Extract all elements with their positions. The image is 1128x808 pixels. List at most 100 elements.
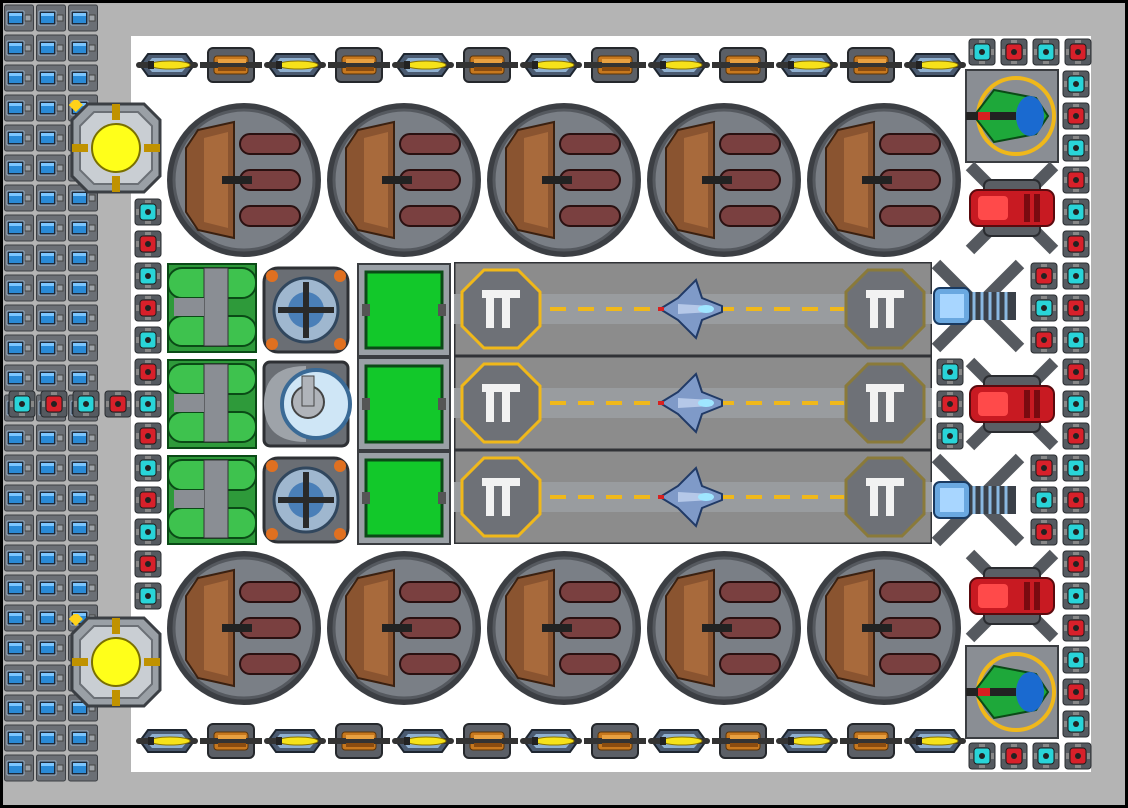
railgun-icon[interactable] xyxy=(902,710,968,772)
battery-icon xyxy=(36,34,66,62)
pump-icon[interactable] xyxy=(258,262,354,358)
battery-icon xyxy=(68,4,98,32)
battery-icon xyxy=(36,514,66,542)
battery-icon xyxy=(36,424,66,452)
reactor-icon[interactable] xyxy=(68,100,164,196)
thruster-icon[interactable] xyxy=(930,258,1026,354)
battery-icon xyxy=(68,214,98,242)
fuel-tank-icon[interactable] xyxy=(484,548,644,708)
fighter-icon[interactable] xyxy=(656,278,726,340)
railgun-icon[interactable] xyxy=(710,34,776,96)
railgun-icon[interactable] xyxy=(582,34,648,96)
railgun-icon[interactable] xyxy=(326,710,392,772)
reactor-icon[interactable] xyxy=(68,614,164,710)
turret-icon[interactable] xyxy=(964,68,1060,164)
battery-icon xyxy=(36,94,66,122)
fuel-tank-icon[interactable] xyxy=(804,548,964,708)
landing-pad-icon[interactable] xyxy=(844,456,926,538)
green-pod-icon[interactable] xyxy=(164,452,260,548)
railgun-icon[interactable] xyxy=(454,34,520,96)
railgun-icon[interactable] xyxy=(518,34,584,96)
power-tile-icon xyxy=(134,230,162,258)
battery-icon xyxy=(68,544,98,572)
pump-icon[interactable] xyxy=(258,452,354,548)
railgun-icon[interactable] xyxy=(198,34,264,96)
railgun-icon[interactable] xyxy=(326,34,392,96)
battery-icon xyxy=(36,544,66,572)
railgun-icon[interactable] xyxy=(134,34,200,96)
battery-icon xyxy=(4,64,34,92)
fuel-tank-icon[interactable] xyxy=(644,548,804,708)
engine-icon[interactable] xyxy=(964,356,1060,452)
power-tile-icon xyxy=(1062,486,1090,514)
fuel-tank-icon[interactable] xyxy=(324,548,484,708)
landing-pad-icon[interactable] xyxy=(844,268,926,350)
battery-icon xyxy=(36,184,66,212)
railgun-icon[interactable] xyxy=(262,34,328,96)
fuel-tank-icon[interactable] xyxy=(804,100,964,260)
pump-icon[interactable] xyxy=(258,356,354,452)
battery-icon xyxy=(4,214,34,242)
green-pod-icon[interactable] xyxy=(164,260,260,356)
railgun-icon[interactable] xyxy=(902,34,968,96)
power-tile-icon xyxy=(968,38,996,66)
green-pod-icon[interactable] xyxy=(356,356,452,452)
battery-icon xyxy=(68,454,98,482)
railgun-icon[interactable] xyxy=(390,34,456,96)
fuel-tank-icon[interactable] xyxy=(484,100,644,260)
power-tile-icon xyxy=(1062,134,1090,162)
railgun-icon[interactable] xyxy=(518,710,584,772)
power-tile-icon xyxy=(1062,454,1090,482)
railgun-icon[interactable] xyxy=(838,710,904,772)
railgun-icon[interactable] xyxy=(646,34,712,96)
railgun-icon[interactable] xyxy=(838,34,904,96)
battery-icon xyxy=(36,484,66,512)
power-tile-icon xyxy=(1030,262,1058,290)
power-tile-icon xyxy=(134,454,162,482)
battery-icon xyxy=(4,634,34,662)
battery-icon xyxy=(36,364,66,392)
railgun-icon[interactable] xyxy=(774,34,840,96)
fuel-tank-icon[interactable] xyxy=(324,100,484,260)
battery-icon xyxy=(68,34,98,62)
railgun-icon[interactable] xyxy=(390,710,456,772)
railgun-icon[interactable] xyxy=(710,710,776,772)
railgun-icon[interactable] xyxy=(774,710,840,772)
power-tile-icon xyxy=(1062,390,1090,418)
railgun-icon[interactable] xyxy=(646,710,712,772)
battery-icon xyxy=(4,124,34,152)
fuel-tank-icon[interactable] xyxy=(164,100,324,260)
railgun-icon[interactable] xyxy=(262,710,328,772)
battery-icon xyxy=(36,454,66,482)
railgun-icon[interactable] xyxy=(454,710,520,772)
railgun-icon[interactable] xyxy=(134,710,200,772)
green-pod-icon[interactable] xyxy=(356,262,452,358)
fighter-icon[interactable] xyxy=(656,466,726,528)
power-tile-icon xyxy=(1062,582,1090,610)
battery-icon xyxy=(4,514,34,542)
power-tile-icon xyxy=(1062,262,1090,290)
thruster-icon[interactable] xyxy=(930,452,1026,548)
engine-icon[interactable] xyxy=(964,548,1060,644)
fighter-icon[interactable] xyxy=(656,372,726,434)
battery-icon xyxy=(36,754,66,782)
landing-pad-icon[interactable] xyxy=(460,362,542,444)
railgun-icon[interactable] xyxy=(198,710,264,772)
green-pod-icon[interactable] xyxy=(164,356,260,452)
landing-pad-icon[interactable] xyxy=(460,268,542,350)
power-tile-icon xyxy=(134,326,162,354)
engine-icon[interactable] xyxy=(964,160,1060,256)
landing-pad-icon[interactable] xyxy=(844,362,926,444)
power-tile-icon xyxy=(1032,742,1060,770)
power-tile-icon xyxy=(1032,38,1060,66)
power-tile-icon xyxy=(72,390,100,418)
power-tile-icon xyxy=(134,582,162,610)
green-pod-icon[interactable] xyxy=(356,450,452,546)
turret-icon[interactable] xyxy=(964,644,1060,740)
landing-pad-icon[interactable] xyxy=(460,456,542,538)
fuel-tank-icon[interactable] xyxy=(164,548,324,708)
battery-icon xyxy=(36,604,66,632)
fuel-tank-icon[interactable] xyxy=(644,100,804,260)
power-tile-icon xyxy=(936,422,964,450)
railgun-icon[interactable] xyxy=(582,710,648,772)
